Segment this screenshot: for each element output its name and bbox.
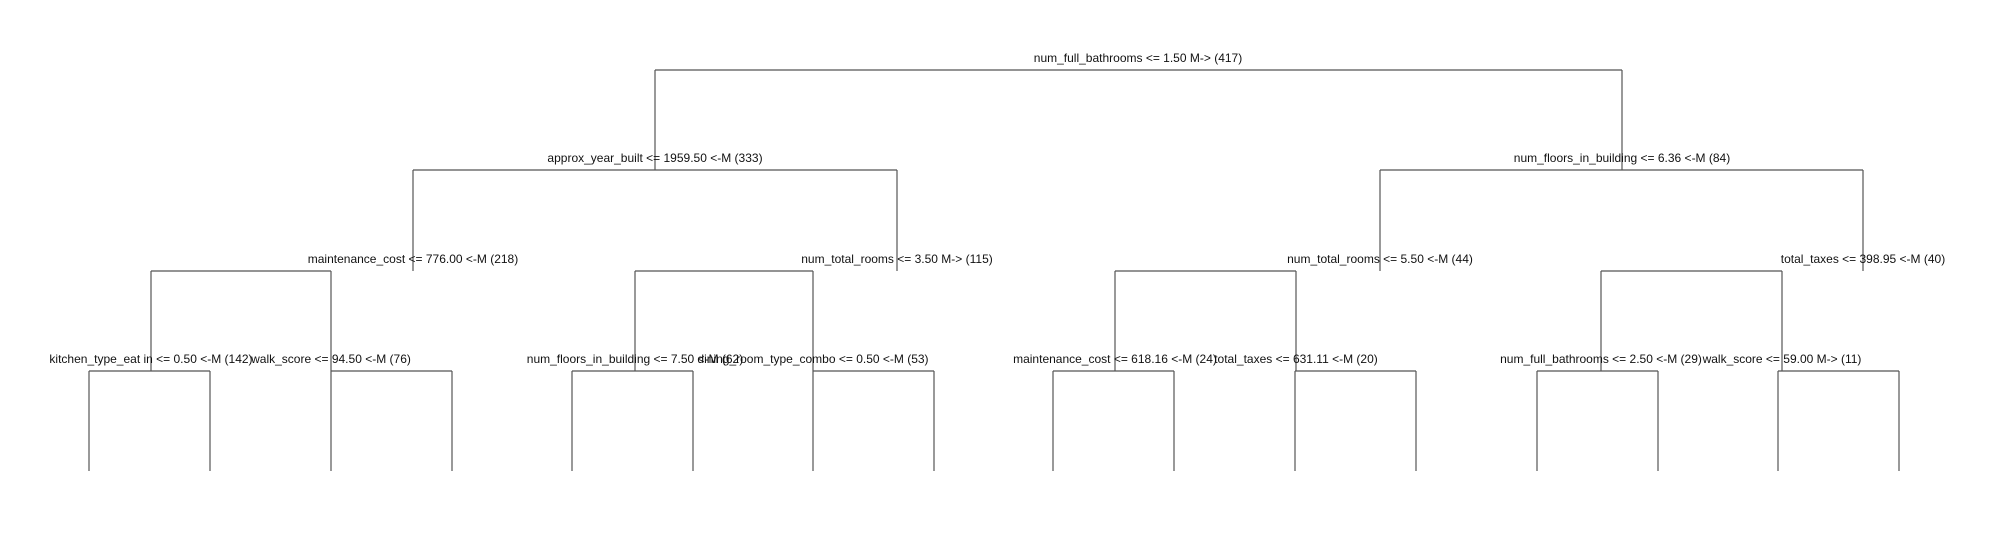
node-label: num_floors_in_building <= 6.36 <-M (84): [1514, 151, 1730, 165]
node-label: num_total_rooms <= 5.50 <-M (44): [1287, 252, 1473, 266]
node-label: walk_score <= 59.00 M-> (11): [1702, 352, 1862, 366]
node-label: num_total_rooms <= 3.50 M-> (115): [801, 252, 993, 266]
node-label: dining_room_type_combo <= 0.50 <-M (53): [697, 352, 928, 366]
node-label: total_taxes <= 631.11 <-M (20): [1214, 352, 1378, 366]
node-label: num_full_bathrooms <= 1.50 M-> (417): [1034, 51, 1242, 65]
node-label: maintenance_cost <= 618.16 <-M (24): [1013, 352, 1217, 366]
node-label: walk_score <= 94.50 <-M (76): [250, 352, 411, 366]
node-label: num_full_bathrooms <= 2.50 <-M (29): [1500, 352, 1702, 366]
node-label: approx_year_built <= 1959.50 <-M (333): [547, 151, 762, 165]
tree-edges: [88, 69, 1900, 471]
tree-labels: num_full_bathrooms <= 1.50 M-> (417) appr…: [49, 51, 1945, 366]
node-label: kitchen_type_eat in <= 0.50 <-M (142): [49, 352, 252, 366]
node-label: total_taxes <= 398.95 <-M (40): [1781, 252, 1945, 266]
node-label: maintenance_cost <= 776.00 <-M (218): [308, 252, 518, 266]
node-label: num_floors_in_building <= 7.50 <-M (62): [527, 352, 743, 366]
